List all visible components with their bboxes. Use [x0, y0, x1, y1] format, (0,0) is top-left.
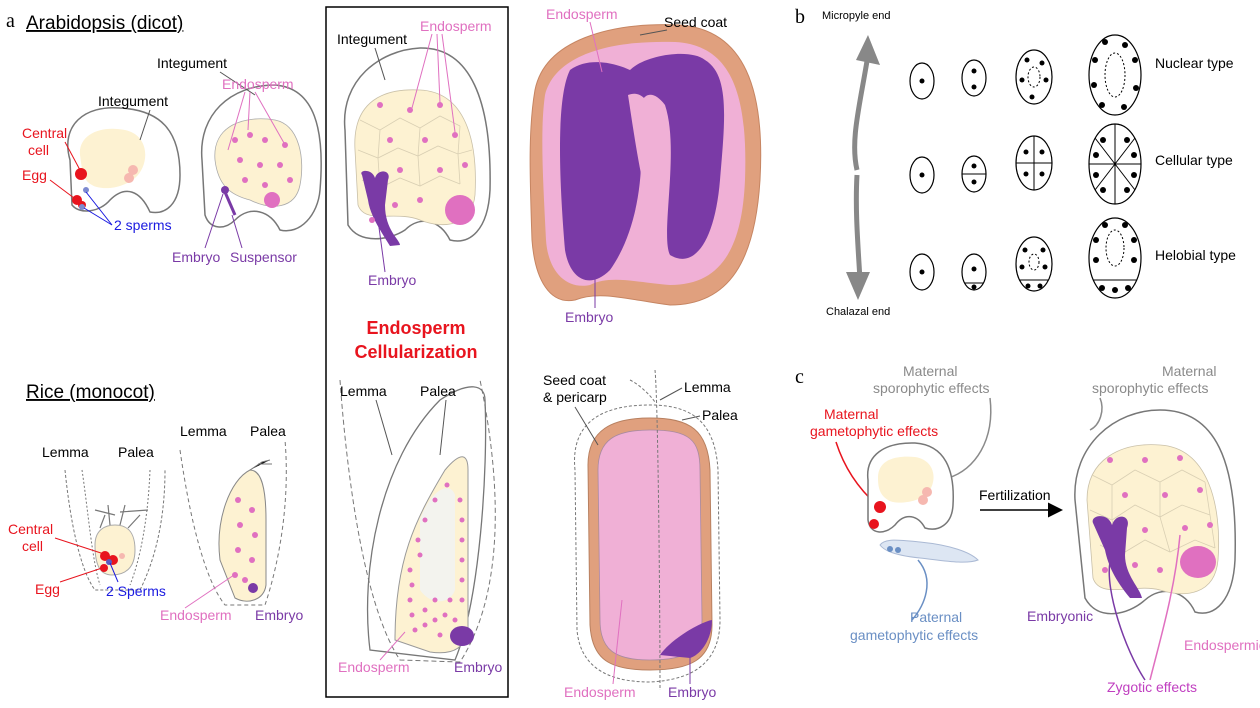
integument-label-1: Integument — [98, 93, 168, 109]
maternal-sporo-label-1-right: Maternal — [1162, 363, 1216, 379]
panel-label-c: c — [795, 366, 804, 388]
lemma-label-rice2: Lemma — [180, 423, 227, 439]
egg-label-rice: Egg — [35, 581, 60, 597]
panel-label-b: b — [795, 6, 805, 28]
maternal-gameto-label-1: Maternal — [824, 406, 878, 422]
maternal-sporo-leader-right — [1090, 398, 1102, 430]
embryo-label-a2: Embryo — [368, 272, 416, 288]
central-cell-rice-1: Central — [8, 521, 53, 537]
lemma-leader-mature — [660, 388, 682, 400]
endosperm-leader-rice2 — [185, 575, 234, 608]
micropyle-arrowhead — [856, 35, 880, 65]
maternal-sporo-label-1-left: Maternal — [903, 363, 957, 379]
suspensor-leader — [232, 215, 242, 248]
embryo-label-rice-mature: Embryo — [668, 684, 716, 700]
row-label-cellular: Cellular type — [1155, 152, 1233, 168]
embryonic-label: Embryonic — [1027, 608, 1093, 624]
endosperm-label-rice2: Endosperm — [160, 607, 232, 623]
embryo-label-a1: Embryo — [172, 249, 220, 265]
central-cell-rice-2: cell — [22, 538, 43, 554]
maternal-sporo-leader-left — [948, 398, 991, 478]
lemma-leader-box — [376, 400, 392, 455]
endosperm-label-a1: Endosperm — [222, 76, 294, 92]
arabidopsis-ovule-diagram — [68, 108, 180, 213]
arabidopsis-early-seed-diagram — [202, 85, 322, 231]
sperm-leader-2 — [84, 208, 112, 225]
rice-ovule-diagram — [65, 470, 165, 590]
embryo-label-rice2: Embryo — [255, 607, 303, 623]
cellular-type-row — [910, 124, 1141, 204]
fertilization-ovule-diagram — [868, 443, 978, 562]
maternal-sporo-label-2-right: sporophytic effects — [1092, 380, 1208, 396]
chalazal-end-label: Chalazal end — [826, 306, 890, 318]
lemma-label-box: Lemma — [340, 383, 387, 399]
fertilization-label: Fertilization — [979, 487, 1051, 503]
helobial-type-row — [910, 218, 1141, 298]
chalazal-arrow — [856, 175, 860, 280]
row-label-nuclear: Nuclear type — [1155, 55, 1234, 71]
panel-label-a: a — [6, 10, 15, 32]
arabidopsis-title: Arabidopsis (dicot) — [26, 13, 183, 34]
endosperm-label-a2: Endosperm — [420, 18, 492, 34]
embryo-label-mature: Embryo — [565, 309, 613, 325]
micropyle-end-label: Micropyle end — [822, 10, 890, 22]
embryo-label-box: Embryo — [454, 659, 502, 675]
integument-label-2: Integument — [157, 55, 227, 71]
rice-cellularized-grain-diagram — [340, 380, 495, 662]
central-cell-label-1: Central — [22, 125, 67, 141]
nuclear-type-row — [910, 35, 1141, 115]
palea-label-rice1: Palea — [118, 444, 154, 460]
maternal-gameto-label-2: gametophytic effects — [810, 423, 938, 439]
chalazal-arrowhead — [846, 272, 870, 300]
palea-label-box: Palea — [420, 383, 456, 399]
two-sperms-label-rice: 2 Sperms — [106, 583, 166, 599]
seed-coat-label: Seed coat — [664, 14, 727, 30]
palea-label-rice2: Palea — [250, 423, 286, 439]
seed-coat-pericarp-label-2: & pericarp — [543, 389, 607, 405]
fertilized-seed-diagram — [1075, 410, 1235, 614]
rice-title: Rice (monocot) — [26, 382, 155, 403]
row-label-helobial: Helobial type — [1155, 247, 1236, 263]
seed-coat-pericarp-label-1: Seed coat — [543, 372, 606, 388]
central-cell-label-2: cell — [28, 142, 49, 158]
endosperm-leader-box — [380, 632, 405, 660]
arabidopsis-mature-seed-diagram — [530, 25, 761, 305]
rice-mature-grain-diagram — [575, 370, 720, 690]
two-sperms-label: 2 sperms — [114, 217, 172, 233]
egg-leader-rice — [60, 568, 102, 582]
suspensor-label: Suspensor — [230, 249, 297, 265]
paternal-label-2: gametophytic effects — [850, 627, 978, 643]
zygotic-label: Zygotic effects — [1107, 679, 1197, 695]
cellularization-title-1: Endosperm — [366, 318, 465, 338]
lemma-label-rice1: Lemma — [42, 444, 89, 460]
micropyle-arrow — [855, 55, 868, 170]
maternal-sporo-label-2-left: sporophytic effects — [873, 380, 989, 396]
egg-label-arabidopsis: Egg — [22, 167, 47, 183]
cellularization-title-2: Cellularization — [354, 342, 477, 362]
palea-leader-box — [440, 400, 446, 455]
endosperm-label-mature: Endosperm — [546, 6, 618, 22]
endosperm-label-box: Endosperm — [338, 659, 410, 675]
lemma-label-mature: Lemma — [684, 379, 731, 395]
endospermic-label: Endospermic — [1184, 637, 1260, 653]
integument-label-3: Integument — [337, 31, 407, 47]
paternal-label-1: Paternal — [910, 609, 962, 625]
rice-early-seed-diagram — [180, 440, 286, 605]
endosperm-label-rice-mature: Endosperm — [564, 684, 636, 700]
palea-label-mature: Palea — [702, 407, 738, 423]
arabidopsis-cellularized-seed-diagram — [345, 48, 491, 246]
